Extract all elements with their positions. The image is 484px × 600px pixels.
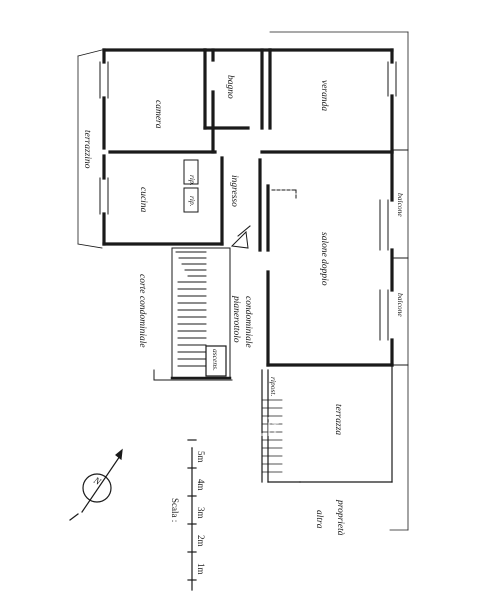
scale-tick-4m: 4m (196, 479, 206, 491)
main-walls (102, 48, 394, 367)
room-label-ingresso: ingresso (229, 175, 239, 207)
terrace-steps (261, 399, 283, 473)
room-label-camera: camera (153, 100, 163, 129)
room-label-condominiale: condominiale (243, 296, 253, 348)
room-label-bagno: bagno (225, 75, 235, 99)
room-label-terrazzino: terrazzino (82, 130, 92, 169)
room-label-salone: salone doppio (319, 232, 329, 286)
room-label-corte: corte condominiale (137, 274, 147, 348)
scale-title: Scala : (170, 498, 180, 522)
room-label-veranda: veranda (319, 80, 329, 111)
room-label-cucina: cucina (138, 187, 148, 213)
staircase (153, 247, 233, 381)
property-boundary (77, 31, 409, 531)
watermark: casa.it (172, 412, 280, 442)
room-label-ascens: ascens. (211, 349, 220, 371)
elevator-box (205, 345, 227, 377)
room-label-ripost: ripost. (269, 377, 278, 397)
room-label-pianerottolo: pianerottolo (231, 295, 241, 343)
scale-tick-2m: 2m (196, 535, 206, 547)
window-details (99, 61, 409, 366)
scale-tick-1m: 1m (196, 563, 206, 575)
watermark-text: casa.it (204, 412, 280, 442)
room-label-proprieta: proprietà (335, 499, 345, 536)
room-label-rip-1: rip. (188, 175, 197, 186)
room-label-balcone-2: balcone (396, 293, 405, 317)
scale-ticks (187, 439, 197, 581)
scale-tick-3m: 3m (196, 507, 206, 519)
room-label-terrazza: terrazza (333, 404, 343, 435)
room-label-rip-2: rip. (188, 196, 197, 207)
compass (69, 448, 123, 521)
stair-steps (175, 251, 207, 367)
terrace-walls (261, 364, 393, 483)
room-label-altra: altra (314, 510, 324, 529)
room-label-balcone-1: balcone (396, 193, 405, 217)
compass-north-label: N (91, 475, 103, 488)
scale-tick-5m: 5m (196, 451, 206, 463)
